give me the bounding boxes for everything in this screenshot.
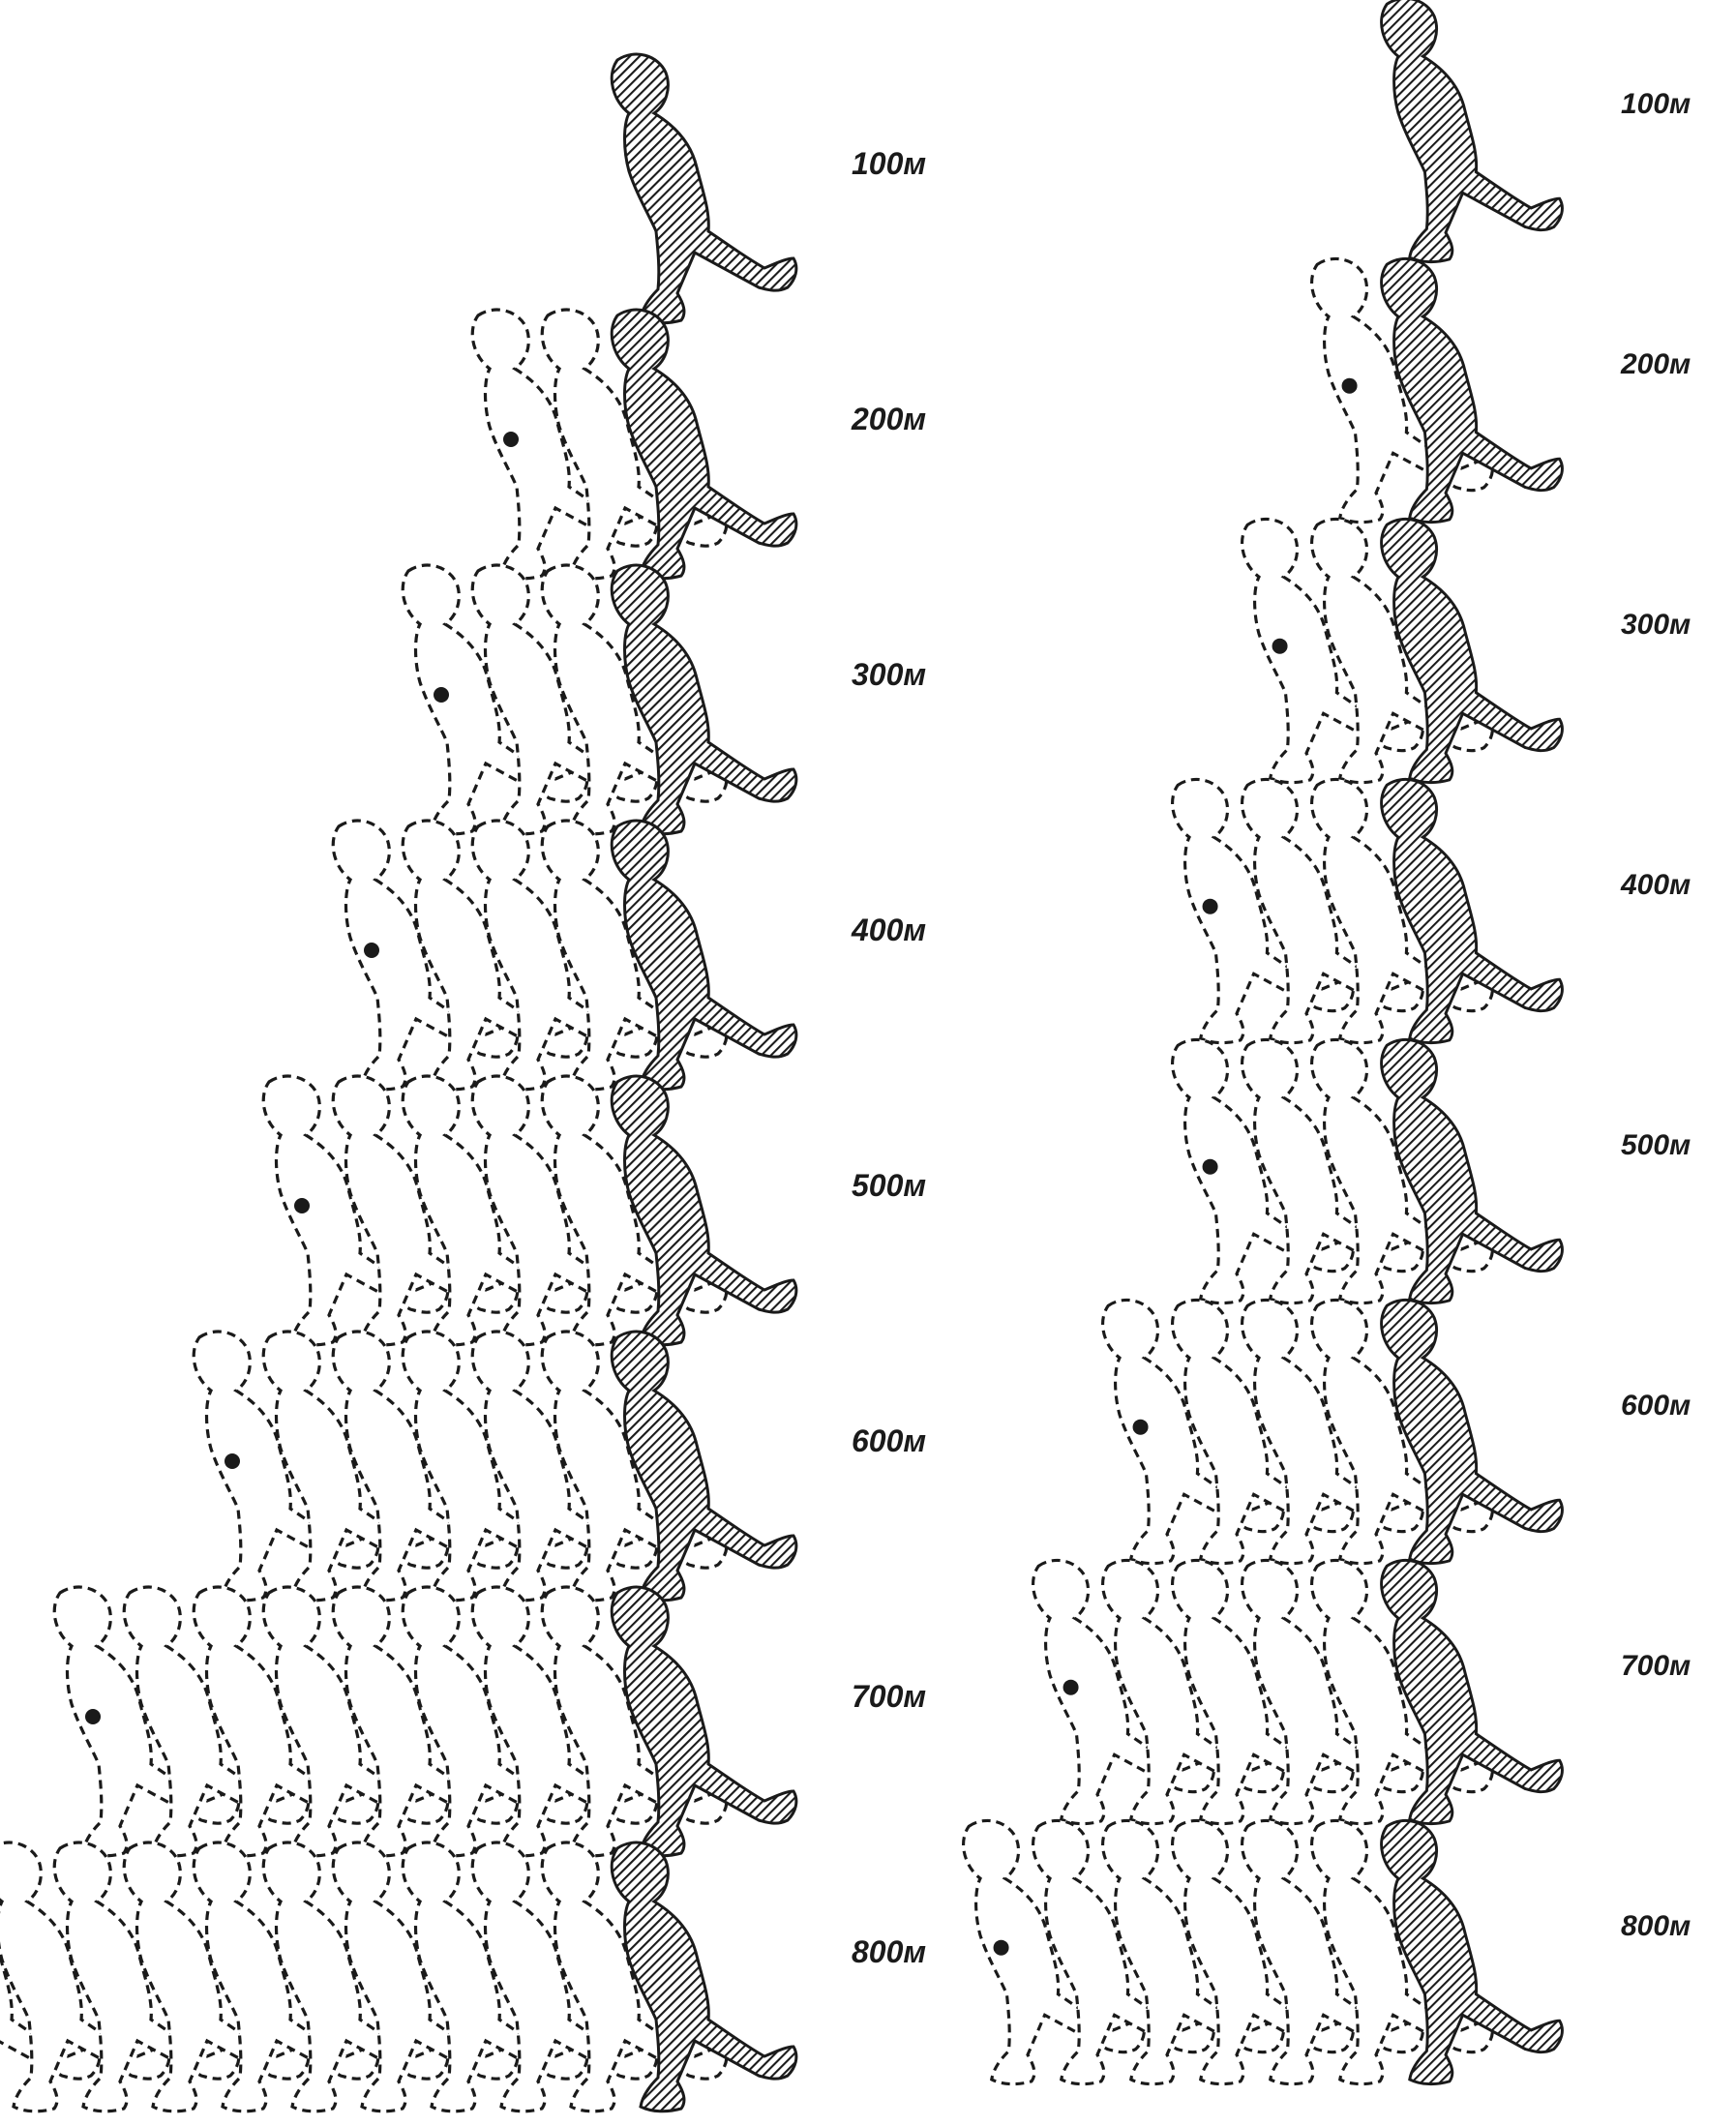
- runner-row: [1310, 256, 1564, 524]
- distance-label: 400м: [1620, 869, 1691, 901]
- distance-label: 300м: [1621, 609, 1691, 641]
- trailing-marker-dot: [294, 1198, 310, 1213]
- runner-row: [1380, 0, 1564, 264]
- lead-runner-figure: [610, 52, 798, 325]
- lead-runner-figure: [1380, 0, 1564, 264]
- trailing-marker-dot: [1202, 898, 1218, 914]
- trailing-marker-dot: [364, 943, 379, 958]
- trailing-marker-dot: [993, 1939, 1009, 1956]
- runner-row: [192, 1330, 798, 1602]
- runner-row: [470, 308, 798, 581]
- distance-label: 700м: [852, 1679, 926, 1714]
- runner-row: [1171, 777, 1564, 1045]
- runner-row: [0, 1841, 798, 2113]
- trailing-marker-dot: [434, 687, 449, 703]
- distance-label: 500м: [1621, 1129, 1691, 1161]
- distance-label: 700м: [1621, 1650, 1691, 1682]
- distance-label: 200м: [1620, 348, 1691, 380]
- runner-row: [610, 52, 798, 325]
- runner-row: [401, 563, 798, 836]
- runner-row: [1171, 1037, 1564, 1305]
- distance-label: 800м: [852, 1934, 926, 1969]
- runner-row: [1101, 1298, 1564, 1566]
- trailing-marker-dot: [503, 432, 519, 447]
- runner-row: [261, 1074, 798, 1347]
- runner-row: [1032, 1558, 1564, 1826]
- distance-label: 500м: [852, 1168, 926, 1203]
- trailing-marker-dot: [224, 1453, 240, 1469]
- runner-row: [962, 1818, 1564, 2086]
- distance-label: 400м: [851, 913, 926, 947]
- runner-row: [1241, 517, 1564, 785]
- trailing-marker-dot: [1272, 638, 1288, 654]
- distance-label: 200м: [851, 402, 926, 436]
- runner-row: [331, 819, 798, 1092]
- distance-label: 300м: [852, 657, 926, 692]
- trailing-marker-dot: [1341, 377, 1358, 394]
- distance-label: 100м: [1621, 88, 1691, 120]
- distance-label: 600м: [1621, 1390, 1691, 1422]
- trailing-marker-dot: [1132, 1419, 1149, 1435]
- trailing-marker-dot: [1063, 1679, 1079, 1695]
- distance-label: 800м: [1621, 1910, 1691, 1942]
- trailing-marker-dot: [1202, 1158, 1218, 1175]
- runner-row: [52, 1585, 798, 1858]
- trailing-marker-dot: [85, 1709, 101, 1724]
- distance-label: 600м: [852, 1423, 926, 1458]
- distance-label: 100м: [852, 146, 926, 181]
